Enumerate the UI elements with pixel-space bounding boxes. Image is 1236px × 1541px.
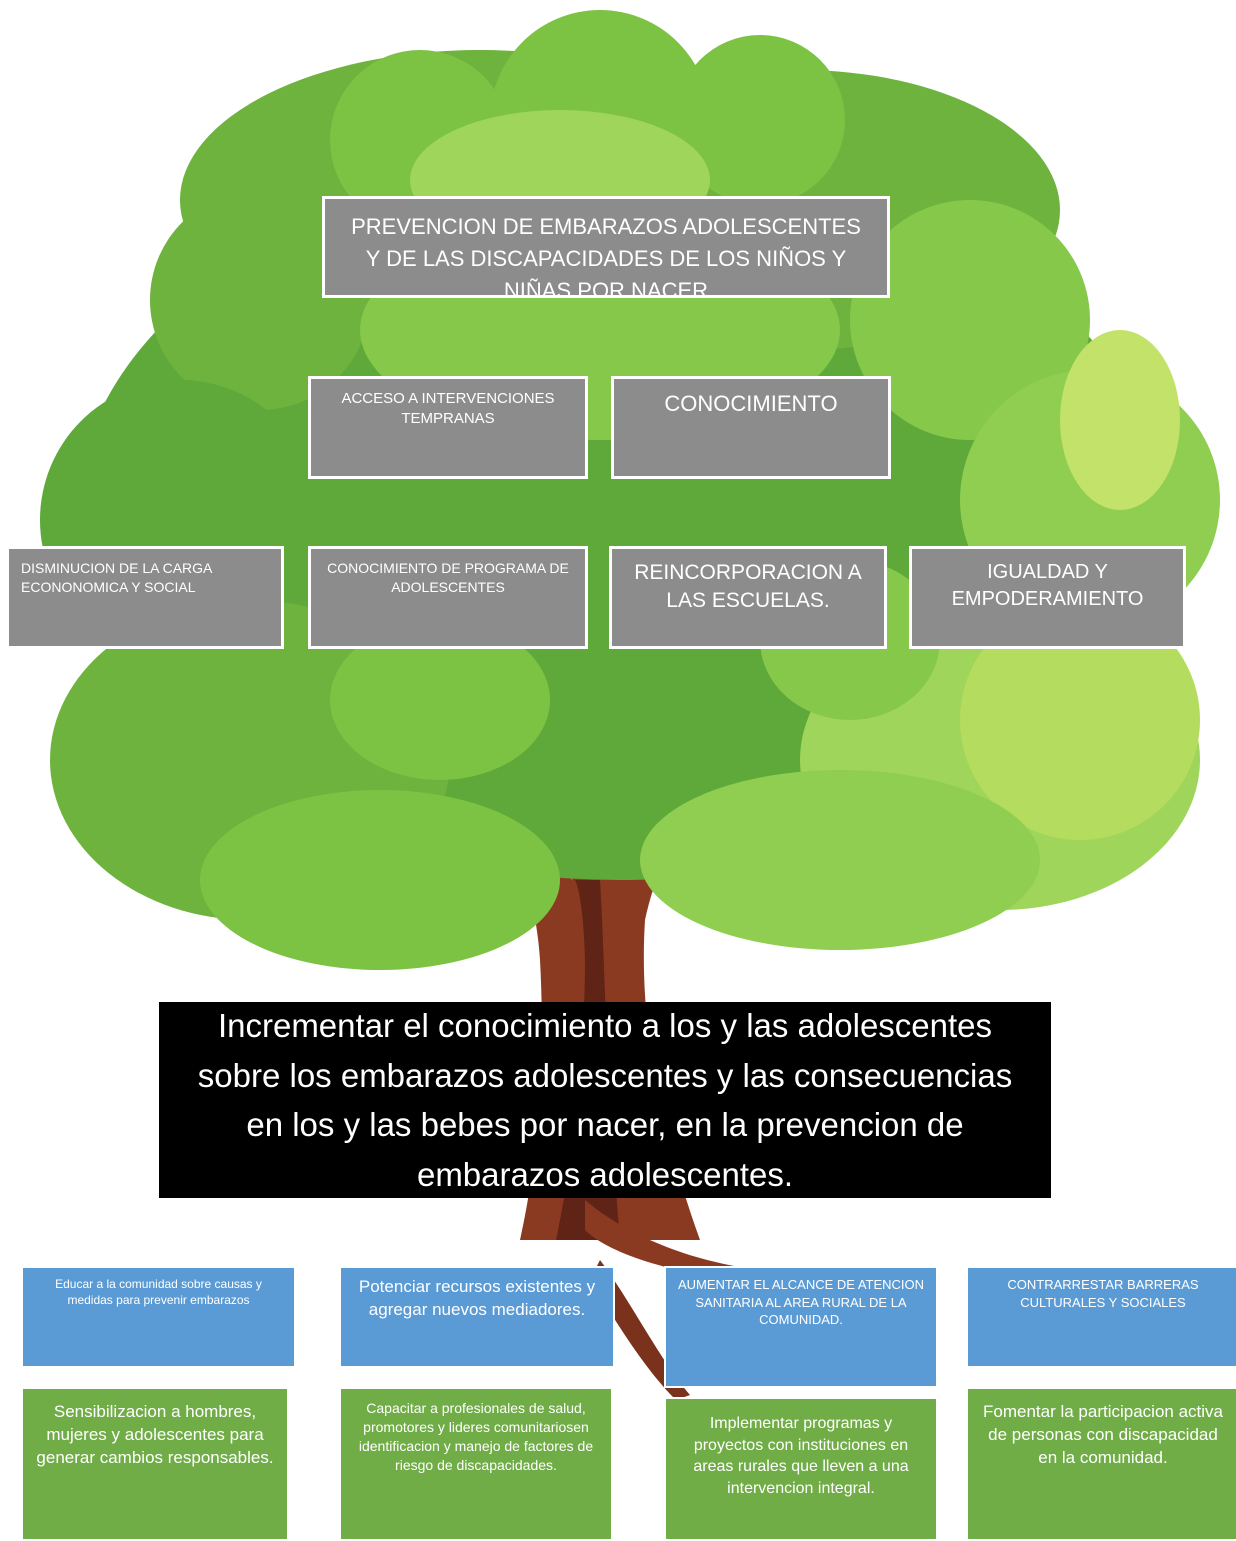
goal-text: PREVENCION DE EMBARAZOS ADOLESCENTES Y D… — [351, 214, 861, 298]
means-box-atencion-sanitaria: AUMENTAR EL ALCANCE DE ATENCION SANITARI… — [664, 1266, 938, 1388]
effect-text-programa-adolescentes: CONOCIMIENTO DE PROGRAMA DE ADOLESCENTES — [327, 560, 569, 595]
means-text-educar: Educar a la comunidad sobre causas y med… — [55, 1277, 262, 1308]
action-text-implementar: Implementar programas y proyectos con in… — [693, 1415, 909, 1497]
action-box-capacitar: Capacitar a profesionales de salud, prom… — [339, 1387, 613, 1541]
result-box-intervenciones: ACCESO A INTERVENCIONES TEMPRANAS — [308, 376, 588, 479]
goal-box: PREVENCION DE EMBARAZOS ADOLESCENTES Y D… — [322, 196, 890, 298]
purpose-box: Incrementar el conocimiento a los y las … — [159, 1002, 1051, 1198]
effect-text-carga-economica: DISMINUCION DE LA CARGA ECONONOMICA Y SO… — [21, 560, 212, 595]
means-box-educar: Educar a la comunidad sobre causas y med… — [21, 1266, 296, 1368]
effect-box-carga-economica: DISMINUCION DE LA CARGA ECONONOMICA Y SO… — [6, 546, 284, 649]
effect-box-igualdad: IGUALDAD Y EMPODERAMIENTO — [909, 546, 1186, 649]
means-text-potenciar: Potenciar recursos existentes y agregar … — [358, 1277, 596, 1319]
means-box-potenciar: Potenciar recursos existentes y agregar … — [339, 1266, 615, 1368]
means-box-barreras: CONTRARRESTAR BARRERAS CULTURALES Y SOCI… — [966, 1266, 1236, 1368]
action-text-fomentar: Fomentar la participacion activa de pers… — [982, 1402, 1223, 1467]
action-text-capacitar: Capacitar a profesionales de salud, prom… — [358, 1400, 594, 1473]
effect-box-reincorporacion: REINCORPORACION A LAS ESCUELAS. — [609, 546, 887, 649]
action-box-sensibilizacion: Sensibilizacion a hombres, mujeres y ado… — [21, 1387, 289, 1541]
purpose-text: Incrementar el conocimiento a los y las … — [197, 1007, 1013, 1193]
effect-text-igualdad: IGUALDAD Y EMPODERAMIENTO — [951, 561, 1144, 610]
effect-text-reincorporacion: REINCORPORACION A LAS ESCUELAS. — [634, 561, 862, 613]
means-text-atencion-sanitaria: AUMENTAR EL ALCANCE DE ATENCION SANITARI… — [677, 1277, 925, 1328]
effect-box-programa-adolescentes: CONOCIMIENTO DE PROGRAMA DE ADOLESCENTES — [308, 546, 588, 649]
result-text-intervenciones: ACCESO A INTERVENCIONES TEMPRANAS — [341, 390, 555, 428]
result-text-conocimiento: CONOCIMIENTO — [664, 391, 838, 416]
tree-canopy — [40, 10, 1220, 970]
action-box-implementar: Implementar programas y proyectos con in… — [664, 1397, 938, 1541]
means-text-barreras: CONTRARRESTAR BARRERAS CULTURALES Y SOCI… — [1007, 1277, 1199, 1310]
action-text-sensibilizacion: Sensibilizacion a hombres, mujeres y ado… — [36, 1402, 274, 1467]
action-box-fomentar: Fomentar la participacion activa de pers… — [966, 1387, 1236, 1541]
result-box-conocimiento: CONOCIMIENTO — [611, 376, 891, 479]
